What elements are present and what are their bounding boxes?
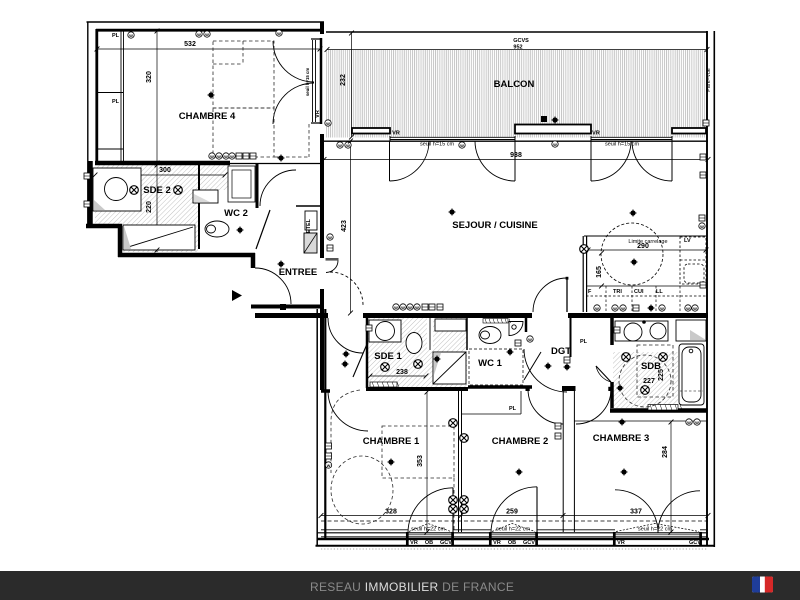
svg-text:300: 300 (159, 167, 171, 174)
svg-text:VR: VR (592, 131, 600, 137)
svg-text:GCV: GCV (440, 540, 452, 546)
svg-text:GCV: GCV (689, 540, 701, 546)
svg-text:VR: VR (392, 131, 400, 137)
svg-text:938: 938 (510, 152, 522, 159)
svg-text:CHAMBRE 2: CHAMBRE 2 (492, 436, 548, 447)
svg-text:SDB: SDB (641, 361, 661, 372)
svg-text:Pare=vue: Pare=vue (706, 68, 712, 92)
svg-text:seuil h=22 cm: seuil h=22 cm (411, 527, 446, 533)
svg-text:seuil h=15 cm: seuil h=15 cm (420, 142, 455, 148)
svg-text:CHAMBRE 3: CHAMBRE 3 (593, 433, 649, 444)
svg-text:GCV: GCV (523, 540, 535, 546)
svg-text:227: 227 (643, 378, 655, 385)
svg-text:165: 165 (596, 266, 603, 278)
svg-text:DGT: DGT (551, 346, 571, 357)
svg-text:Limite carrelage: Limite carrelage (628, 239, 667, 245)
svg-text:BALCON: BALCON (494, 79, 535, 90)
svg-text:238: 238 (396, 369, 408, 376)
svg-text:259: 259 (506, 509, 518, 516)
svg-text:423: 423 (341, 220, 348, 232)
svg-text:VR: VR (410, 540, 418, 546)
svg-text:320: 320 (146, 71, 153, 83)
svg-text:VR: VR (617, 540, 625, 546)
svg-text:284: 284 (662, 446, 669, 458)
svg-text:290: 290 (637, 243, 649, 250)
svg-text:LL: LL (656, 289, 663, 295)
svg-text:353: 353 (417, 455, 424, 467)
svg-text:PL: PL (509, 406, 517, 412)
svg-text:RESEAU IMMOBILIER DE FRANCE: RESEAU IMMOBILIER DE FRANCE (310, 580, 514, 594)
svg-text:328: 328 (385, 509, 397, 516)
svg-text:232: 232 (340, 74, 347, 86)
svg-text:seuil h=22 cm: seuil h=22 cm (496, 527, 531, 533)
svg-text:WC 1: WC 1 (478, 358, 502, 369)
svg-text:WC 2: WC 2 (224, 208, 248, 219)
svg-text:GCVS: GCVS (513, 38, 529, 44)
svg-text:VR: VR (315, 110, 321, 118)
svg-text:CHAMBRE 4: CHAMBRE 4 (179, 111, 236, 122)
svg-text:TRI: TRI (613, 289, 622, 295)
svg-text:337: 337 (630, 509, 642, 516)
svg-text:CHAMBRE 1: CHAMBRE 1 (363, 436, 420, 447)
svg-text:OB: OB (508, 540, 516, 546)
svg-text:VR: VR (493, 540, 501, 546)
svg-text:PL: PL (112, 99, 120, 105)
svg-text:LV: LV (684, 238, 691, 244)
svg-text:220: 220 (146, 201, 153, 213)
svg-text:CUI: CUI (634, 289, 644, 295)
svg-text:seuil h=15 cm: seuil h=15 cm (605, 142, 640, 148)
svg-text:SDE 1: SDE 1 (374, 351, 402, 362)
svg-text:SEJOUR / CUISINE: SEJOUR / CUISINE (452, 220, 538, 231)
svg-text:F: F (588, 289, 592, 295)
svg-text:532: 532 (184, 41, 196, 48)
svg-text:952: 952 (513, 45, 522, 51)
svg-text:ENTREE: ENTREE (279, 267, 318, 278)
svg-text:PL: PL (112, 33, 120, 39)
svg-text:225: 225 (658, 369, 665, 381)
svg-text:OB: OB (425, 540, 433, 546)
svg-text:seuil h=15 cm: seuil h=15 cm (305, 68, 310, 96)
svg-text:seuil h=22 cm: seuil h=22 cm (638, 527, 673, 533)
svg-text:ETEL: ETEL (306, 218, 312, 233)
svg-text:PL: PL (580, 339, 588, 345)
